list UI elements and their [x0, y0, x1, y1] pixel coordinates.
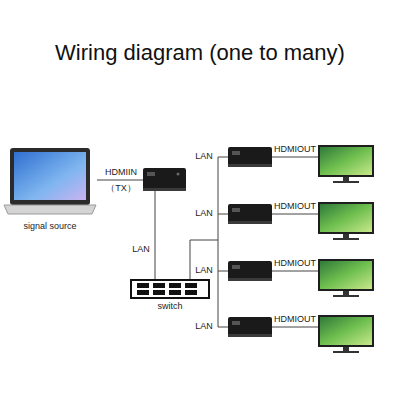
- diagram-title: Wiring diagram (one to many): [0, 40, 400, 66]
- port-label: LAN: [195, 151, 213, 162]
- laptop-illustration: [4, 148, 96, 214]
- device-label: （TX）: [106, 183, 136, 194]
- switch-node: switch: [128, 278, 212, 312]
- port-label: LAN: [195, 208, 213, 219]
- port-label: HDMIIN: [105, 167, 137, 178]
- port-label: HDMIOUT: [274, 258, 316, 269]
- port-label: LAN: [195, 321, 213, 332]
- node-label: switch: [128, 301, 212, 312]
- port-label: HDMIOUT: [274, 314, 316, 325]
- node-label: signal source: [4, 221, 96, 232]
- port-label: LAN: [195, 265, 213, 276]
- wires: [97, 157, 318, 327]
- switch-device: [131, 280, 209, 298]
- port-label: HDMIOUT: [274, 201, 316, 212]
- port-label: LAN: [132, 244, 150, 255]
- monitor-illustrations: [318, 145, 374, 353]
- signal-source-node: signal source: [4, 146, 96, 232]
- port-label: HDMIOUT: [274, 144, 316, 155]
- transmitter-device: [143, 168, 186, 191]
- receiver-devices: [228, 147, 272, 337]
